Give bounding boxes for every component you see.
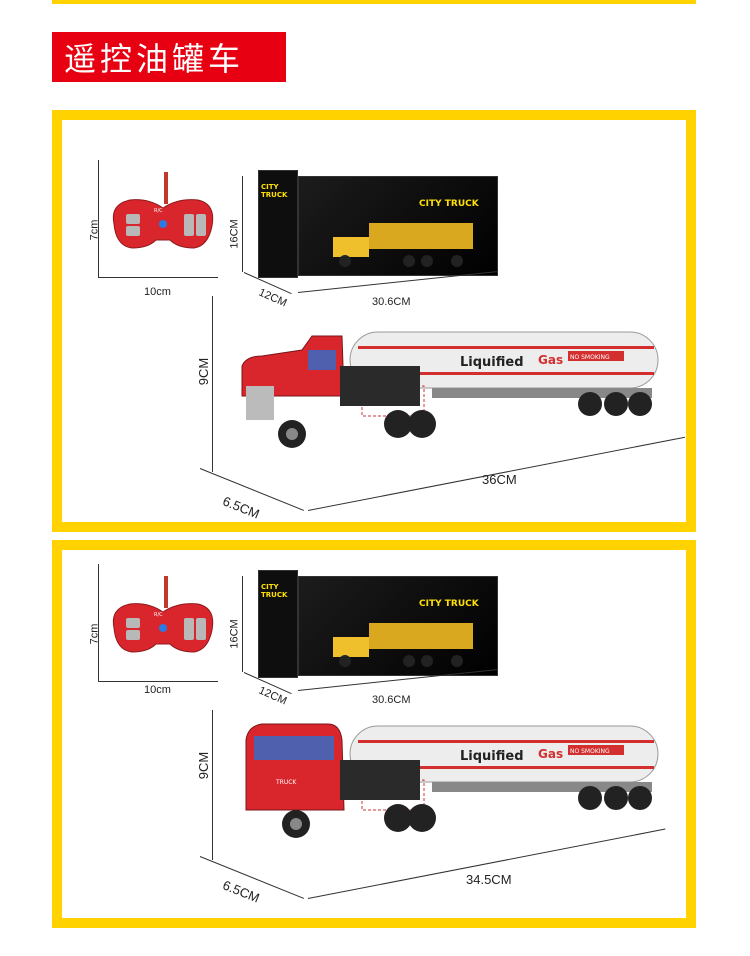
tank-liquified-text: Liquified <box>460 355 524 370</box>
remote-width-label: 10cm <box>144 286 171 298</box>
product-panel-1: R/C 7cm 10cm 16CM CITY TRUCK CITY TRUCK … <box>52 110 696 532</box>
svg-text:R/C: R/C <box>154 208 163 214</box>
truck-height-label: 9CM <box>196 751 212 780</box>
top-divider <box>52 0 696 4</box>
remote-dimension-frame <box>98 160 218 278</box>
package-width-label: 30.6CM <box>372 296 411 308</box>
page-title: 遥控油罐车 <box>52 32 286 82</box>
package-brand: CITY TRUCK <box>419 599 479 609</box>
cab-truck-text: TRUCK <box>275 779 297 786</box>
remote-height-label: 7cm <box>88 623 101 645</box>
truck-height-line <box>212 710 213 860</box>
package-height-line <box>242 576 243 672</box>
truck-length-label: 36CM <box>482 472 517 487</box>
package-height-label: 16CM <box>228 219 241 249</box>
package-front: CITY TRUCK <box>298 176 498 276</box>
panel-content: R/C 7cm 10cm 16CM CITY TRUCK CITY TRUCK … <box>62 120 686 522</box>
tank-warning-text: NO SMOKING <box>570 354 610 361</box>
panel-content: R/C 7cm 10cm 16CM CITY TRUCK CITY TRUCK … <box>62 550 686 918</box>
dump-truck-image <box>333 223 473 267</box>
remote-control-image: R/C <box>112 576 214 653</box>
truck-depth-label: 6.5CM <box>220 877 262 906</box>
product-panel-2: R/C 7cm 10cm 16CM CITY TRUCK CITY TRUCK … <box>52 540 696 928</box>
truck-height-label: 9CM <box>196 357 212 386</box>
fuel-tanker-truck-image: Liquified Gas NO SMOKING TRUCK <box>245 723 659 838</box>
tank-gas-text: Gas <box>538 747 563 761</box>
tank-warning-text: NO SMOKING <box>570 748 610 755</box>
truck-height-line <box>212 296 213 472</box>
truck-length-label: 34.5CM <box>466 872 512 887</box>
tank-liquified-text: Liquified <box>460 749 524 764</box>
svg-text:R/C: R/C <box>154 612 163 618</box>
remote-height-label: 7cm <box>88 219 101 241</box>
package-side-brand: CITY TRUCK <box>261 583 288 599</box>
dump-truck-image <box>333 623 473 667</box>
fuel-tanker-truck-image: Liquified Gas NO SMOKING <box>241 331 659 448</box>
package-height-line <box>242 176 243 272</box>
package-height-label: 16CM <box>228 619 241 649</box>
tank-gas-text: Gas <box>538 353 563 367</box>
truck-depth-label: 6.5CM <box>220 493 262 522</box>
remote-dimension-frame <box>98 564 218 682</box>
package-side: CITY TRUCK <box>258 570 298 678</box>
package-width-label: 30.6CM <box>372 694 411 706</box>
package-side: CITY TRUCK <box>258 170 298 278</box>
package-side-brand: CITY TRUCK <box>261 183 288 199</box>
remote-control-image: R/C <box>112 172 214 249</box>
remote-width-label: 10cm <box>144 684 171 696</box>
package-front: CITY TRUCK <box>298 576 498 676</box>
package-brand: CITY TRUCK <box>419 199 479 209</box>
